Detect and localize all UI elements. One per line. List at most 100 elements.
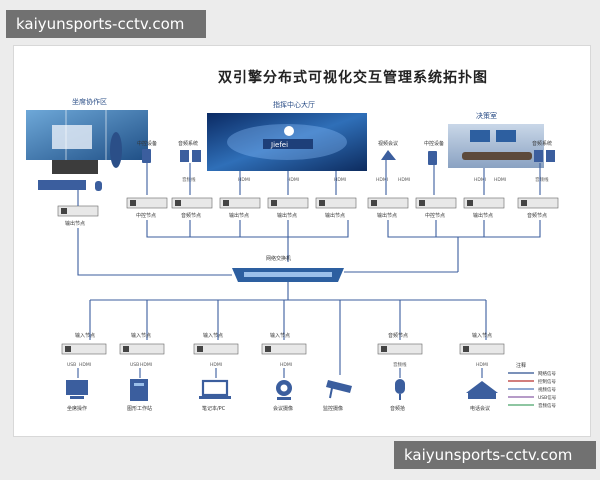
node-box <box>219 197 261 209</box>
surveillance-mount-icon <box>329 387 333 399</box>
legend-label: 网络信号 <box>538 370 556 377</box>
meeting-screen <box>496 130 516 142</box>
cable-label: HDMI <box>280 362 292 368</box>
node-label: 输入节点 <box>270 332 290 339</box>
network-bus <box>387 220 541 238</box>
diagram-title: 双引擎分布式可视化交互管理系统拓扑图 <box>218 70 488 86</box>
node-port <box>175 200 181 206</box>
node-box <box>415 197 457 209</box>
node-box <box>119 343 165 355</box>
node-port <box>197 346 203 352</box>
node-label: 输出节点 <box>325 212 345 219</box>
node-port <box>65 346 71 352</box>
node-port <box>265 346 271 352</box>
legend: 注释 网络信号 控制信号 视频信号 USB信号 音频信号 <box>508 362 557 409</box>
node-label: 音频节点 <box>181 212 201 219</box>
laptop-base-icon <box>199 396 231 399</box>
speaker-icon <box>534 150 543 162</box>
wall-logo-icon <box>284 126 294 136</box>
node-port <box>419 200 425 206</box>
seat-curved-screen <box>110 132 122 168</box>
conference-phone-icon <box>466 381 498 393</box>
cable-label: USB <box>130 362 139 368</box>
switch-label: 网络交换机 <box>266 255 291 262</box>
network-lines <box>77 220 541 301</box>
node-label: 输出节点 <box>473 212 493 219</box>
node-port <box>271 200 277 206</box>
workstation-drive-icon <box>134 383 144 386</box>
conference-camera-icon <box>381 150 396 160</box>
hall-area: 指挥中心大厅 Jiefei <box>207 100 367 171</box>
seat-area: 坐席协作区 输出节点 <box>26 97 148 227</box>
node-port <box>467 200 473 206</box>
node-box <box>459 343 505 355</box>
seat-area-label: 坐席协作区 <box>72 97 107 106</box>
legend-label: 控制信号 <box>538 378 556 385</box>
bottom-node: 输入节点 HDMI 电话会议 <box>459 332 505 412</box>
legend-label: 视频信号 <box>538 386 556 393</box>
network-bus <box>146 220 349 238</box>
laptop-screen-icon <box>201 379 229 397</box>
node-label: 输入节点 <box>203 332 223 339</box>
node-label: 输入节点 <box>131 332 151 339</box>
seat-monitor-stand <box>52 160 98 174</box>
surveillance-camera-icon <box>326 380 352 393</box>
node-box <box>517 197 559 209</box>
wall-logo-plate <box>263 139 313 149</box>
device-label: 视频会议 <box>378 140 398 147</box>
node-device: 音频节点 <box>171 197 213 219</box>
node-label: 输出节点 <box>377 212 397 219</box>
bottom-node-row: 输入节点 USB HDMI 坐席操作 输入节点 USB HDMI 图形工作站 输… <box>61 332 505 412</box>
cable-label: HDMI <box>476 362 488 368</box>
device-label: 音频拾 <box>390 405 405 412</box>
speaker-icon <box>180 150 189 162</box>
node-port <box>381 346 387 352</box>
desktop-monitor-icon <box>66 380 88 395</box>
switch-ports <box>244 272 332 277</box>
cable-label: HDMI <box>334 177 346 183</box>
speaker-icon <box>546 150 555 162</box>
node-port <box>521 200 527 206</box>
bottom-node: 音频节点 音频线 音频拾 <box>377 332 423 412</box>
node-label: 输入节点 <box>472 332 492 339</box>
device-label: 中控设备 <box>424 140 444 147</box>
cable-labels-top: 音频线 HDMI HDMI HDMI HDMI HDMI HDMI HDMI 音… <box>182 176 549 183</box>
bottom-node: 输入节点 HDMI 笔记本/PC <box>193 332 239 412</box>
device-label: 音频系统 <box>178 140 198 147</box>
cable-label: USB <box>67 362 76 368</box>
bottom-node: 输入节点 USB HDMI 坐席操作 <box>61 332 107 412</box>
device-label: 图形工作站 <box>127 405 152 412</box>
cable-label: HDMI <box>398 177 410 183</box>
device-label: 会议摄像 <box>273 405 293 412</box>
node-device: 中控节点 <box>126 197 168 219</box>
node-label: 输出节点 <box>65 220 85 227</box>
node-box <box>171 197 213 209</box>
conference-phone-base-icon <box>468 393 496 399</box>
bottom-drops <box>89 300 487 375</box>
legend-title: 注释 <box>516 362 526 369</box>
node-port <box>319 200 325 206</box>
node-device: 输出节点 <box>219 197 261 219</box>
cable-label: HDMI <box>140 362 152 368</box>
node-box <box>463 197 505 209</box>
hall-area-label: 指挥中心大厅 <box>273 100 315 109</box>
cable-label: HDMI <box>376 177 388 183</box>
node-port <box>223 200 229 206</box>
tablet-icon <box>142 149 151 163</box>
desktop-stand-icon <box>70 396 84 399</box>
seat-screen-window <box>52 125 92 149</box>
device-label: 监控摄像 <box>323 405 343 412</box>
device-label: 音频系统 <box>532 140 552 147</box>
legend-label: USB信号 <box>538 394 557 401</box>
node-device: 输出节点 <box>367 197 409 219</box>
node-device: 输出节点 <box>315 197 357 219</box>
cable-label: HDMI <box>474 177 486 183</box>
webcam-base-icon <box>277 397 291 400</box>
device-label: 笔记本/PC <box>202 405 226 412</box>
network-trunk <box>77 228 232 276</box>
node-label: 音频节点 <box>527 212 547 219</box>
node-box <box>377 343 423 355</box>
node-box <box>315 197 357 209</box>
cable-label: 音频线 <box>535 176 549 183</box>
